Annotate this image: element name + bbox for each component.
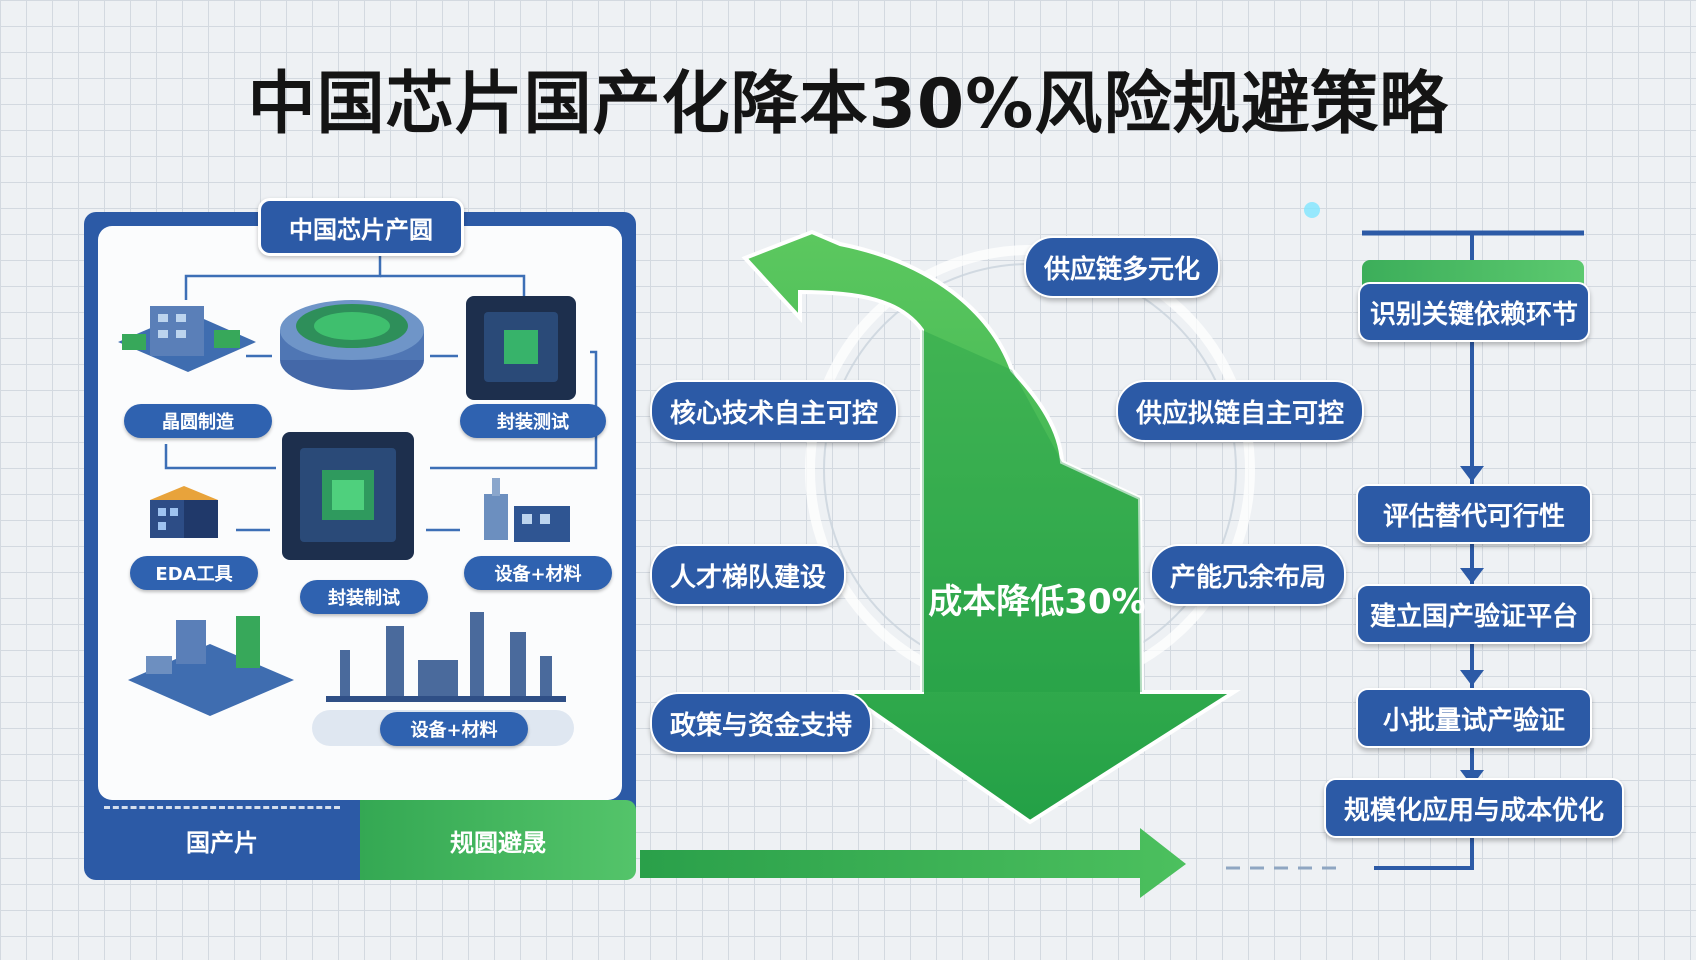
- bubble-supply-control: 供应拟链自主可控: [1116, 380, 1365, 442]
- caption-packaging-test: 封装测试: [460, 404, 606, 438]
- flow-arrowhead-3: [1460, 670, 1484, 686]
- central-chip-icon: [282, 432, 414, 560]
- glow-dot: [1304, 202, 1320, 218]
- main-cost-arrow: [741, 229, 1241, 825]
- bubble-supply-diversify: 供应链多元化: [1024, 236, 1221, 298]
- flow-arrowhead-1: [1460, 466, 1484, 482]
- step-4: 小批量试产验证: [1356, 688, 1592, 748]
- footer-left-label: 国产片: [186, 828, 258, 857]
- page-title: 中国芯片国产化降本30%风险规避策略: [247, 65, 1449, 144]
- caption-equipment-top: 设备+材料: [464, 556, 612, 590]
- arrow-fold-shade: [922, 330, 1142, 692]
- step-1: 识别关键依赖环节: [1358, 282, 1590, 342]
- bubble-talent: 人才梯队建设: [650, 544, 847, 606]
- bubble-core-tech: 核心技术自主可控: [650, 380, 899, 442]
- footer-right-label: 规圆避晟: [360, 800, 636, 880]
- caption-packaging: 封装制试: [300, 580, 428, 614]
- wafer-icon: [280, 300, 424, 390]
- step-3: 建立国产验证平台: [1356, 584, 1592, 644]
- wafer-fab-icon: [118, 306, 256, 372]
- footer-dash-divider: [104, 806, 340, 809]
- step-5: 规模化应用与成本优化: [1324, 778, 1624, 838]
- industrial-park-icon: [128, 616, 294, 716]
- caption-eda: EDA工具: [130, 556, 258, 590]
- equipment-plant-icon: [484, 478, 570, 542]
- bubble-capacity: 产能冗余布局: [1150, 544, 1347, 606]
- bottom-horizontal-arrow: [640, 828, 1186, 898]
- refinery-icon: [326, 612, 566, 702]
- packaging-test-chip-icon: [466, 296, 576, 400]
- caption-equipment-bottom: 设备+材料: [380, 712, 528, 746]
- bubble-policy: 政策与资金支持: [650, 692, 873, 754]
- caption-wafer: 晶圆制造: [124, 404, 272, 438]
- step-2: 评估替代可行性: [1356, 484, 1592, 544]
- flow-arrowhead-2: [1460, 568, 1484, 584]
- cost-reduction-label: 成本降低30%: [928, 582, 1146, 622]
- eda-cube-icon: [150, 486, 218, 538]
- industry-panel-label: 中国芯片产圆: [258, 198, 464, 256]
